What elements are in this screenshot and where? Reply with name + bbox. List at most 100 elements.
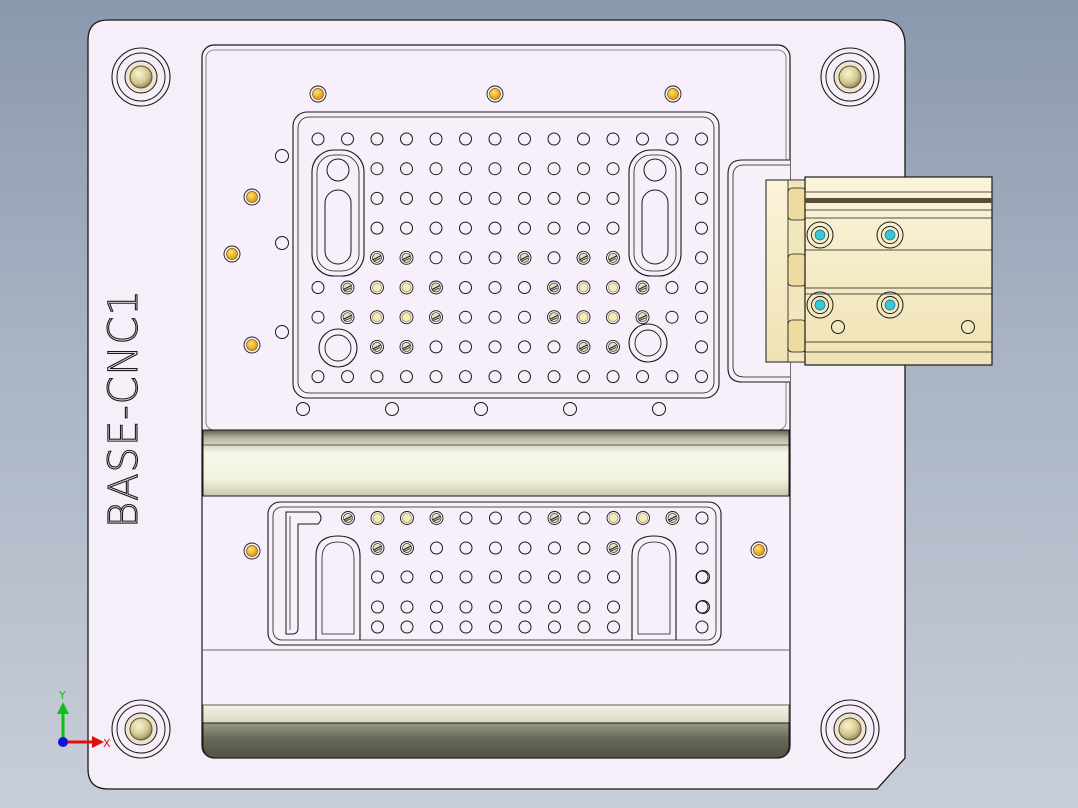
right-slot: [628, 149, 682, 277]
vacuum-hole: [489, 620, 502, 634]
screw-slot-hole: [429, 280, 443, 295]
cylinder-port: [806, 291, 834, 319]
vacuum-hole: [518, 221, 531, 235]
vacuum-hole: [489, 600, 502, 614]
vacuum-hole: [459, 310, 472, 324]
vacuum-hole: [459, 191, 472, 205]
inner-pocket: [201, 44, 791, 759]
screw-slot-hole: [340, 310, 355, 325]
cylinder-mount-hole: [961, 320, 975, 334]
vacuum-hole: [459, 281, 472, 294]
screw-slot-hole: [576, 250, 591, 265]
screw-slot-hole: [606, 339, 620, 354]
vacuum-hole: [695, 221, 708, 235]
vacuum-hole: [518, 620, 532, 634]
vacuum-hole: [341, 370, 354, 384]
left-slot: [311, 149, 365, 277]
vacuum-hole: [606, 221, 620, 235]
vacuum-hole: [459, 541, 473, 555]
vacuum-hole: [371, 570, 384, 584]
vacuum-hole: [518, 570, 532, 584]
vacuum-hole: [429, 340, 443, 354]
vacuum-hole: [400, 370, 413, 384]
misc-hole: [385, 402, 399, 416]
vacuum-hole: [429, 251, 443, 265]
screw-slot-hole: [341, 511, 355, 525]
vacuum-hole: [695, 281, 708, 294]
screw-slot-hole: [370, 250, 384, 265]
vacuum-hole: [371, 620, 384, 634]
vacuum-hole: [459, 340, 472, 354]
misc-hole: [563, 402, 577, 416]
vacuum-hole: [370, 221, 384, 235]
cylinder-assembly: [765, 176, 993, 366]
dowel-pin: [243, 188, 261, 206]
screw-slot-hole: [576, 339, 591, 354]
part-engraving: BASE-CNC1: [101, 289, 147, 528]
vacuum-hole: [695, 191, 708, 205]
vacuum-hole: [370, 370, 384, 384]
vacuum-hole: [371, 600, 384, 614]
vacuum-hole: [400, 191, 413, 205]
cylinder-body: [804, 176, 993, 366]
screw-slot-hole: [370, 339, 384, 354]
vacuum-hole: [606, 132, 620, 146]
vacuum-hole: [370, 162, 384, 176]
vacuum-hole: [665, 132, 679, 146]
vacuum-hole: [548, 541, 561, 555]
vacuum-hole: [665, 310, 679, 324]
screw-slot-hole: [399, 339, 414, 354]
screw-slot-hole: [635, 280, 650, 295]
vacuum-hole: [518, 310, 531, 324]
upper-hole-grid: [311, 132, 708, 384]
vacuum-hole: [488, 191, 502, 205]
vacuum-hole: [695, 340, 708, 354]
vacuum-hole: [488, 221, 502, 235]
upper-nest-inner: [297, 116, 715, 394]
screw-hole: [606, 310, 620, 325]
dowel-pin: [664, 85, 682, 103]
upper-nest-outline: [292, 111, 720, 399]
vacuum-hole: [577, 191, 590, 205]
vacuum-hole: [311, 132, 325, 146]
vacuum-hole: [430, 600, 443, 614]
vacuum-hole: [400, 162, 413, 176]
vacuum-hole: [341, 132, 354, 146]
vacuum-hole: [400, 620, 414, 634]
corner-bolts: [111, 47, 880, 759]
vacuum-hole: [665, 370, 679, 384]
vacuum-hole: [577, 132, 590, 146]
vacuum-hole: [518, 281, 531, 294]
vacuum-hole: [695, 511, 709, 525]
vacuum-hole: [430, 620, 443, 634]
vacuum-hole: [547, 162, 561, 176]
vacuum-hole: [430, 541, 443, 555]
screw-slot-hole: [635, 310, 650, 325]
cylinder-port: [876, 291, 904, 319]
dowel-pin: [750, 541, 768, 559]
screw-hole: [576, 280, 591, 295]
vacuum-hole: [606, 370, 620, 384]
lower-strip: [202, 704, 790, 724]
vacuum-hole: [518, 511, 532, 525]
screw-hole: [636, 511, 650, 525]
screw-hole: [399, 280, 414, 295]
vacuum-hole: [459, 570, 473, 584]
misc-hole: [296, 402, 310, 416]
corner-bolt: [111, 699, 171, 759]
screw-slot-hole: [370, 541, 385, 555]
dowel-pin: [243, 336, 261, 354]
vacuum-hole: [459, 251, 472, 265]
misc-hole: [652, 402, 666, 416]
vacuum-hole: [548, 570, 561, 584]
vacuum-hole: [518, 370, 531, 384]
corner-bolt: [820, 47, 880, 107]
misc-hole: [275, 236, 289, 250]
screw-hole: [370, 310, 384, 325]
lower-hole-grid: [341, 511, 709, 634]
corner-bolt: [820, 699, 880, 759]
misc-holes: [275, 149, 710, 614]
vacuum-hole: [636, 370, 649, 384]
dowel-pin: [309, 85, 327, 103]
